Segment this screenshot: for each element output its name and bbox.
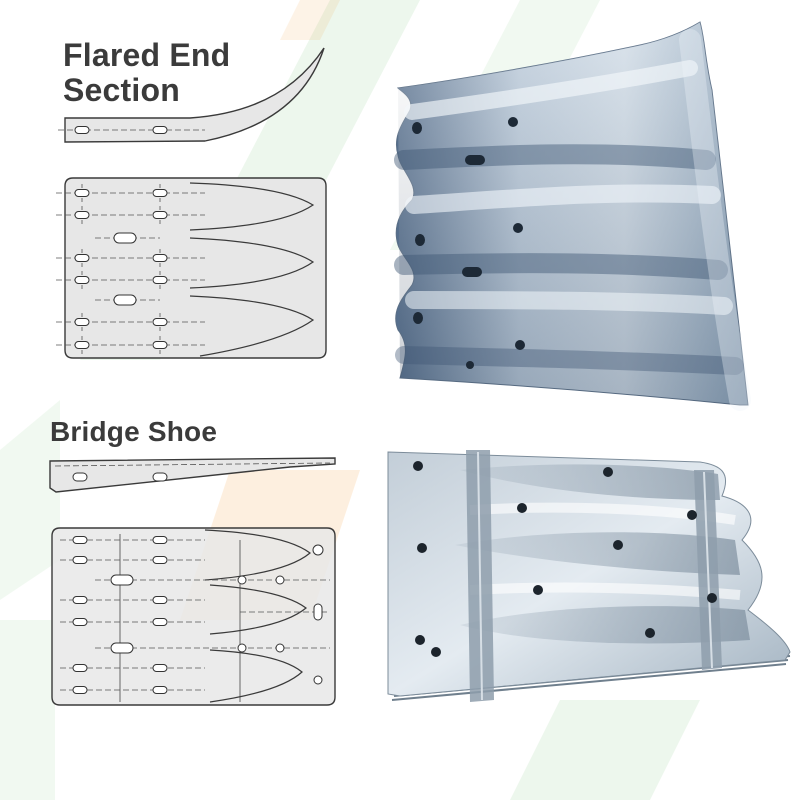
slot-hole	[152, 341, 168, 349]
bolt-hole	[515, 340, 525, 350]
slot-hole	[152, 472, 168, 482]
bolt-hole	[413, 461, 423, 471]
center-line	[54, 462, 331, 467]
slot-hole	[152, 211, 168, 219]
slot-hole	[74, 318, 90, 326]
bolt-hole	[415, 234, 425, 246]
slot-hole	[152, 618, 168, 626]
bolt-hole	[237, 643, 247, 653]
bolt-hole	[533, 585, 543, 595]
bolt-hole	[237, 575, 247, 585]
flared-end-plan-view	[56, 177, 327, 359]
bolt-hole	[603, 467, 613, 477]
slot-hole	[152, 254, 168, 262]
slot-hole	[152, 596, 168, 604]
lobe	[209, 584, 307, 635]
slot-hole	[110, 642, 134, 654]
title-line: Section	[63, 72, 180, 108]
bolt-hole	[313, 675, 323, 685]
slot-hole	[152, 686, 168, 694]
bridge-shoe-side-view	[49, 457, 336, 493]
slot-hole	[152, 664, 168, 672]
lobe	[204, 529, 311, 581]
slot-hole	[72, 664, 88, 672]
bolt-hole	[312, 544, 324, 556]
slot-hole	[462, 267, 482, 277]
slot-hole	[74, 276, 90, 284]
slot-hole	[74, 189, 90, 197]
bolt-hole	[275, 575, 285, 585]
bridge-shoe-profile	[49, 457, 336, 493]
bolt-hole	[517, 503, 527, 513]
slot-hole	[72, 536, 88, 544]
slot-hole	[152, 318, 168, 326]
packing-strap	[694, 470, 722, 670]
slot-hole	[74, 211, 90, 219]
bolt-hole	[431, 647, 441, 657]
bridge-shoe-plan-view	[51, 527, 336, 706]
slot-hole	[72, 556, 88, 564]
bolt-hole	[275, 643, 285, 653]
title-line: Flared End	[63, 37, 231, 73]
flared-end-profile	[64, 47, 325, 143]
plan-outline	[64, 177, 327, 359]
bolt-hole	[645, 628, 655, 638]
slot-hole	[465, 155, 485, 165]
slot-hole	[152, 536, 168, 544]
slot-hole	[152, 276, 168, 284]
bolt-hole	[508, 117, 518, 127]
bolt-hole	[412, 122, 422, 134]
bridge-shoe-photo	[387, 450, 791, 702]
bolt-hole	[413, 312, 423, 324]
lobe	[189, 182, 315, 231]
flared-end-section-title: Flared End Section	[63, 38, 230, 108]
slot-hole	[110, 574, 134, 586]
hole-layer	[412, 117, 717, 657]
slot-hole	[72, 686, 88, 694]
packing-strap	[466, 450, 494, 702]
corrugation-ridges	[394, 29, 751, 411]
slot-hole	[113, 294, 137, 306]
bridge-shoe-title: Bridge Shoe	[50, 416, 218, 447]
bolt-hole	[417, 543, 427, 553]
slot-hole	[152, 189, 168, 197]
flared-end-photo	[394, 21, 751, 411]
lobe	[189, 237, 315, 289]
slot-hole	[313, 603, 323, 621]
bolt-hole	[707, 593, 717, 603]
bolt-hole	[613, 540, 623, 550]
slot-hole	[152, 556, 168, 564]
bolt-hole	[466, 361, 474, 369]
slot-hole	[74, 341, 90, 349]
slot-hole	[72, 618, 88, 626]
bolt-hole	[415, 635, 425, 645]
bolt-hole	[513, 223, 523, 233]
lobe	[189, 295, 315, 357]
slot-hole	[113, 232, 137, 244]
lobe-shading	[455, 464, 750, 644]
flared-end-side-view	[58, 47, 325, 143]
slot-hole	[72, 472, 88, 482]
slot-hole	[152, 126, 168, 134]
slot-hole	[72, 596, 88, 604]
slot-hole	[74, 126, 90, 134]
lobe	[209, 649, 303, 703]
slot-hole	[74, 254, 90, 262]
bolt-hole	[687, 510, 697, 520]
